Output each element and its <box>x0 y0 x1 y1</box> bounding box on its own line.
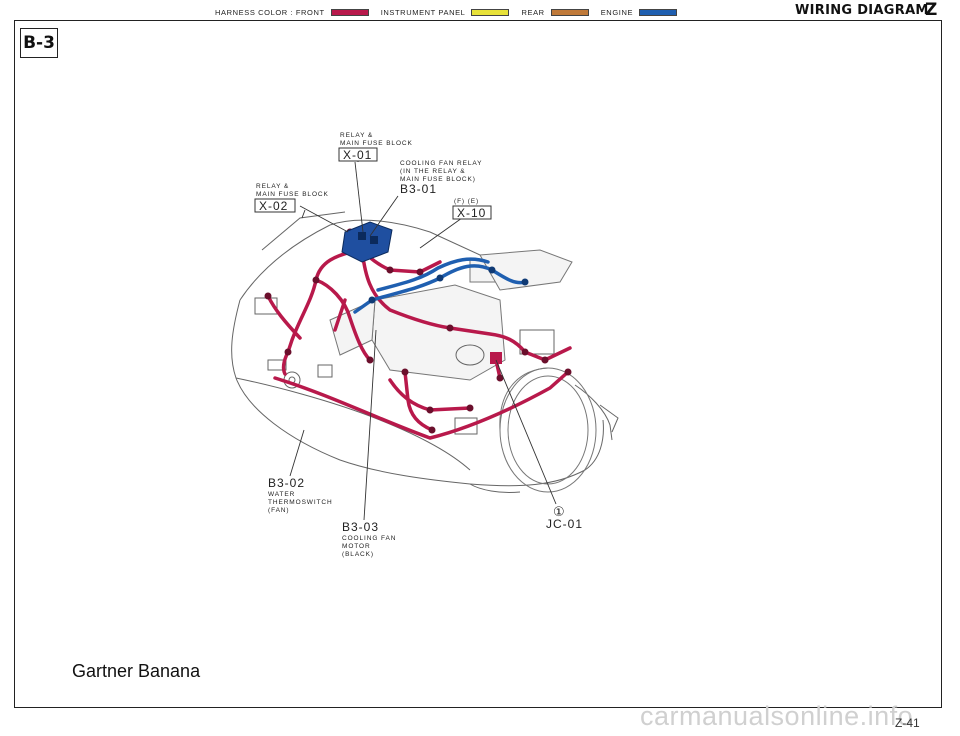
b301-desc-line3: MAIN FUSE BLOCK) <box>400 176 476 183</box>
callout-b3-01: COOLING FAN RELAY (IN THE RELAY & MAIN F… <box>400 160 482 196</box>
x10-code: X-10 <box>457 206 486 220</box>
diagram-frame <box>14 20 942 708</box>
x02-desc-line1: RELAY & <box>256 183 289 190</box>
jc01-code: JC-01 <box>546 517 583 531</box>
b303-desc-line2: MOTOR <box>342 543 371 550</box>
jc01-number: ① <box>553 505 565 520</box>
b301-code: B3-01 <box>400 182 437 196</box>
b303-code: B3-03 <box>342 520 379 534</box>
x10-desc: (F) (E) <box>454 198 479 205</box>
callout-jc-01: ① JC-01 <box>546 505 583 531</box>
watermark: carmanualsonline.info <box>640 701 914 731</box>
legend-instrument-label: INSTRUMENT PANEL <box>380 8 466 17</box>
callout-b3-02: B3-02 WATER THERMOSWITCH (FAN) <box>268 476 333 514</box>
x01-code: X-01 <box>343 148 372 162</box>
page-title: WIRING DIAGRAM <box>795 3 929 18</box>
diagram-caption: Gartner Banana <box>72 661 201 681</box>
callout-x-10: (F) (E) X-10 <box>452 198 492 220</box>
engine-harness-connectors <box>368 266 529 304</box>
legend-front-label: HARNESS COLOR : FRONT <box>215 8 325 17</box>
x10-box <box>452 205 492 220</box>
legend-engine-label: ENGINE <box>600 8 634 17</box>
b303-desc-line3: (BLACK) <box>342 551 374 558</box>
callout-b3-03: B3-03 COOLING FAN MOTOR (BLACK) <box>342 520 396 558</box>
b302-code: B3-02 <box>268 476 305 490</box>
b302-desc-line2: THERMOSWITCH <box>268 499 333 506</box>
page-header: HARNESS COLOR : FRONT INSTRUMENT PANEL R… <box>0 0 960 22</box>
x01-desc-line2: MAIN FUSE BLOCK <box>340 140 413 147</box>
legend-rear-label: REAR <box>521 8 545 17</box>
jc01-joint-connector <box>490 352 502 364</box>
b301-desc-line1: COOLING FAN RELAY <box>400 160 482 167</box>
x02-box <box>254 198 296 213</box>
page-number: Z-41 <box>895 716 920 730</box>
front-wheel <box>499 367 597 493</box>
callout-x-01: RELAY & MAIN FUSE BLOCK X-01 <box>338 132 413 162</box>
b302-desc-line3: (FAN) <box>268 507 289 514</box>
relay-main-fuse-block <box>341 221 393 263</box>
b301-desc-line2: (IN THE RELAY & <box>400 168 466 175</box>
legend-engine-swatch <box>639 9 678 16</box>
callout-leaders <box>289 158 557 521</box>
x02-code: X-02 <box>259 199 288 213</box>
legend-front-swatch <box>330 9 369 16</box>
x02-desc-line2: MAIN FUSE BLOCK <box>256 191 329 198</box>
b303-desc-line1: COOLING FAN <box>342 535 396 542</box>
section-letter: Z <box>925 0 938 20</box>
harness-color-legend: HARNESS COLOR : FRONT INSTRUMENT PANEL R… <box>215 8 683 17</box>
x01-box <box>338 147 378 162</box>
section-tag: B-3 <box>20 28 58 58</box>
callout-x-02: RELAY & MAIN FUSE BLOCK X-02 <box>254 183 329 213</box>
legend-instrument-swatch <box>471 9 510 16</box>
b302-desc-line1: WATER <box>268 491 295 498</box>
x01-desc-line1: RELAY & <box>340 132 373 139</box>
legend-rear-swatch <box>550 9 589 16</box>
